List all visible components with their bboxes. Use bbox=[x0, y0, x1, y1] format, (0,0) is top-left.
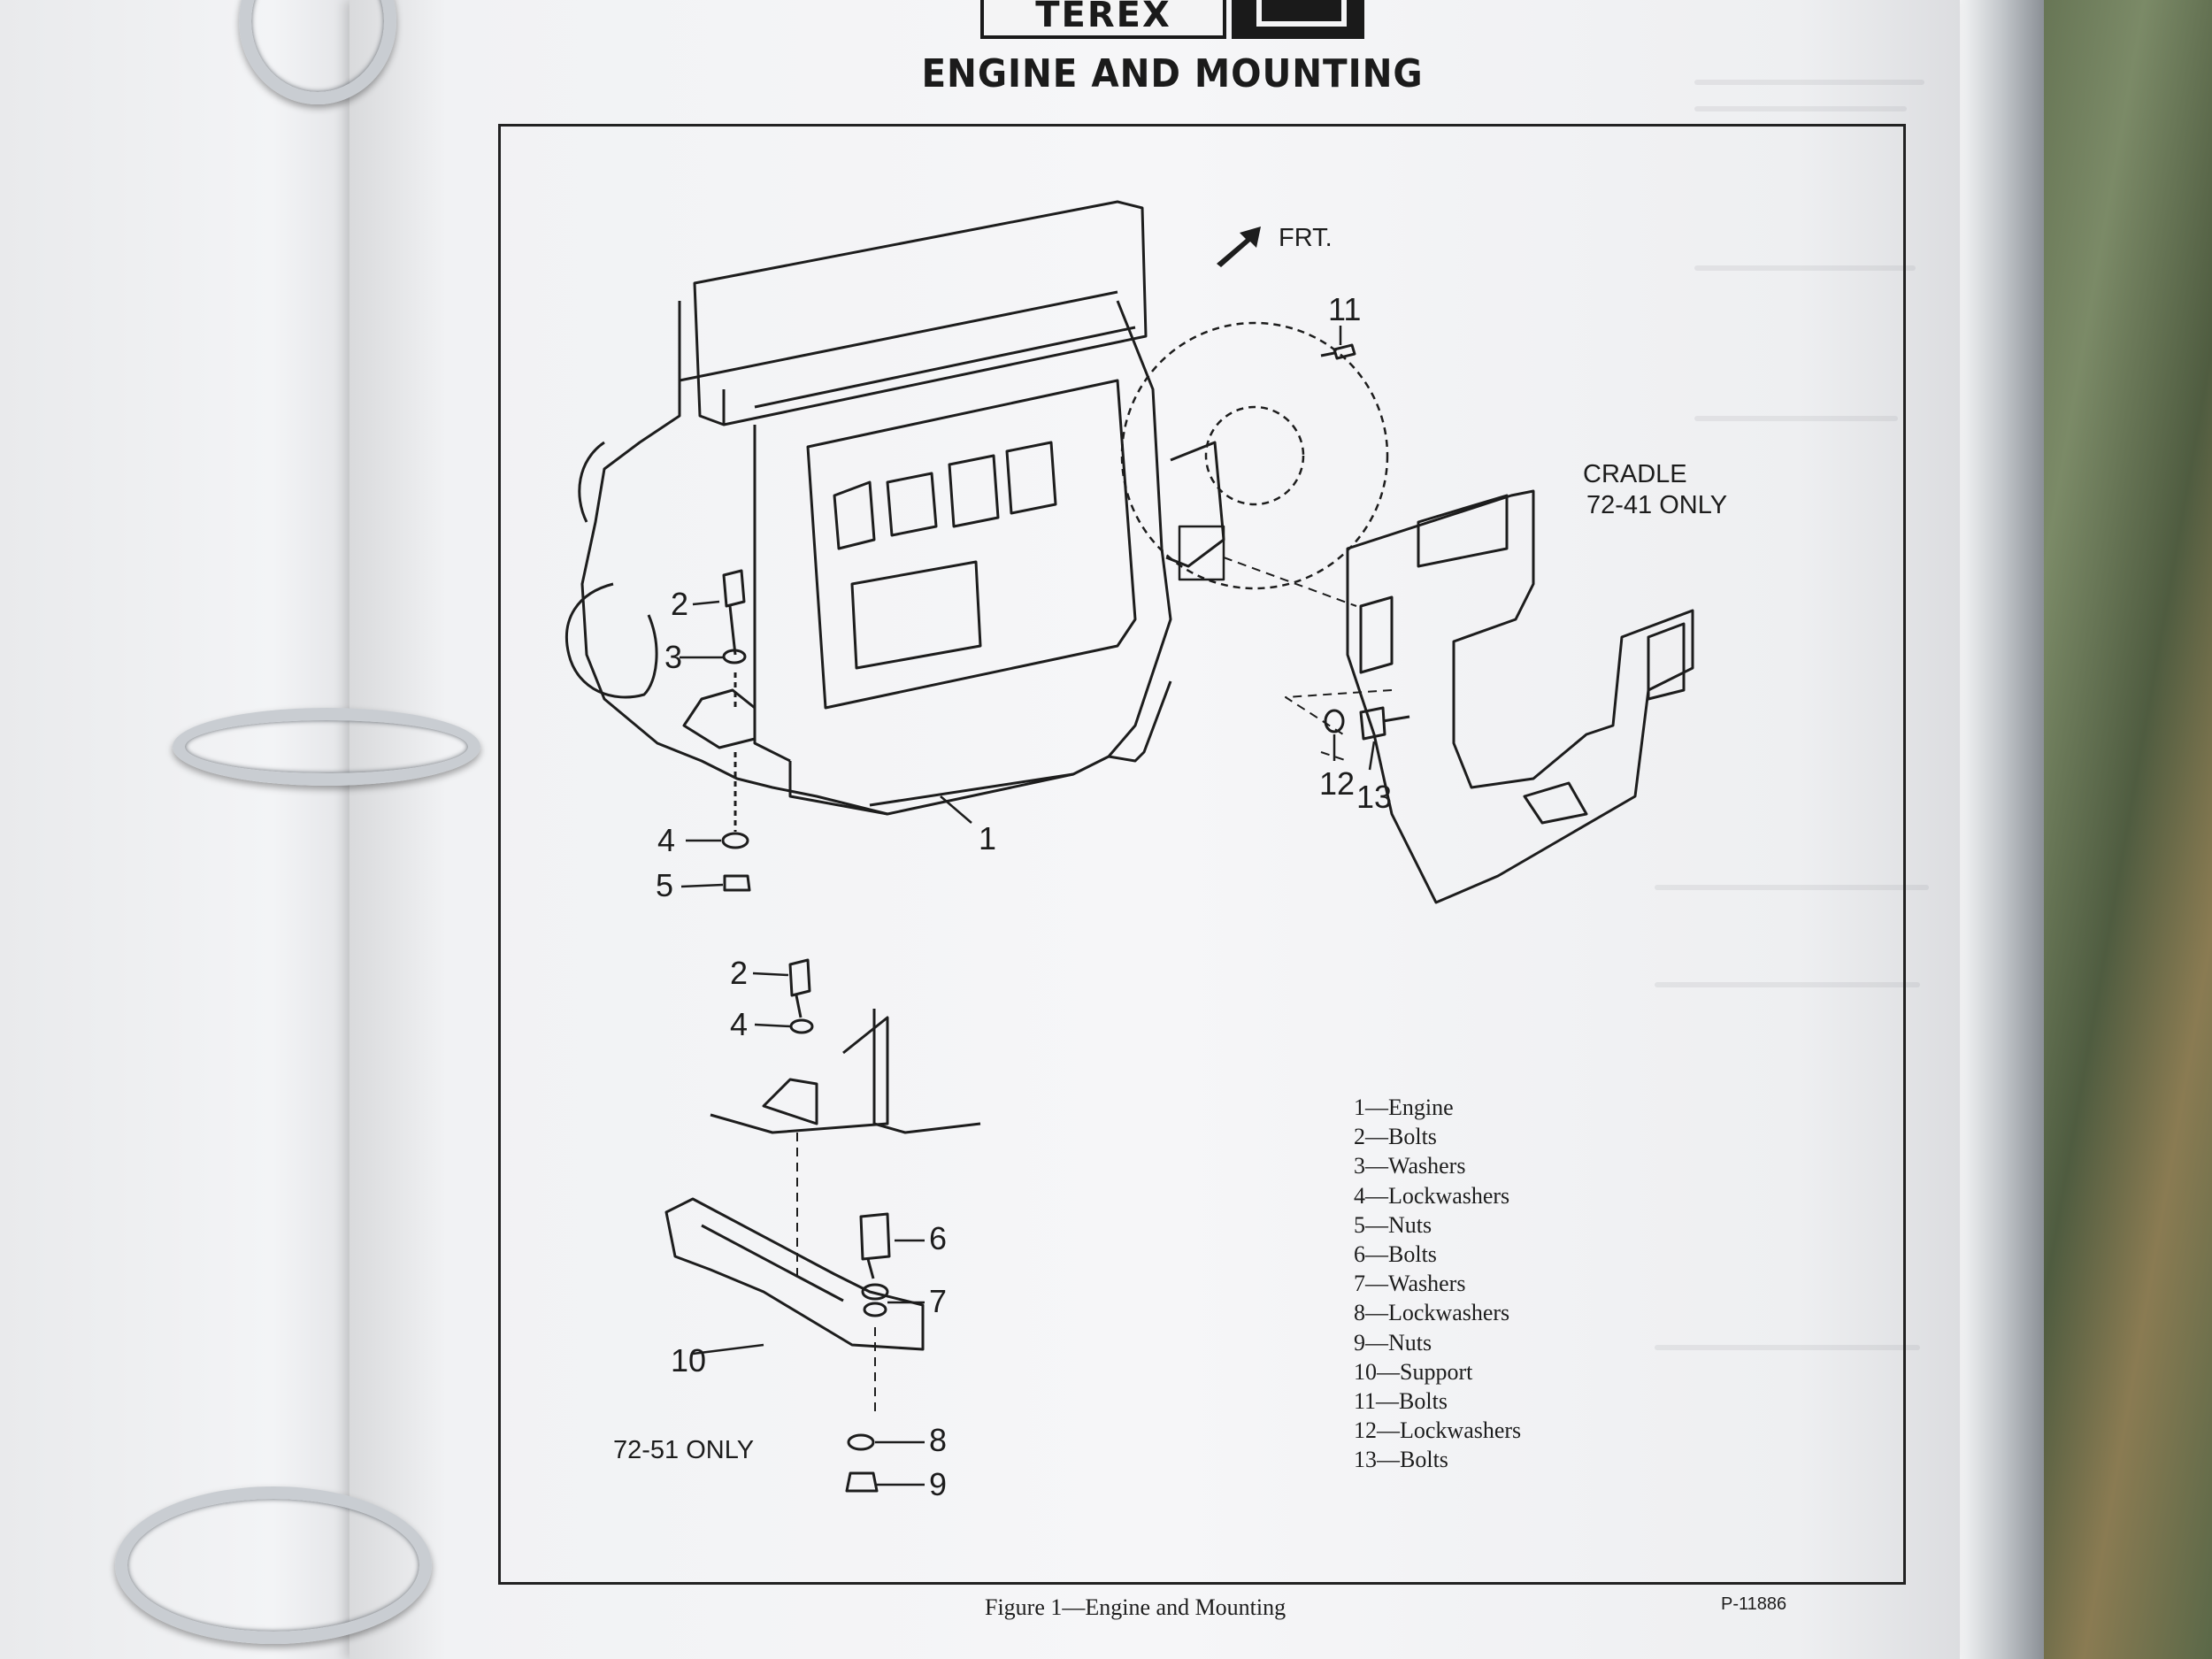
cradle bbox=[1346, 489, 1694, 904]
left-facing-page bbox=[0, 0, 389, 1659]
callout-1: 1 bbox=[979, 820, 996, 856]
callout-11: 11 bbox=[1328, 291, 1361, 327]
logo-mark bbox=[1232, 0, 1364, 39]
engine-mounting-diagram: 1 2 3 4 5 2 4 6 7 8 9 10 11 12 13 FRT. C… bbox=[565, 200, 1727, 1502]
legend-item: 6—Bolts bbox=[1354, 1241, 1437, 1268]
cradle-label-line2: 72-41 ONLY bbox=[1586, 491, 1727, 519]
callout-13: 13 bbox=[1356, 779, 1392, 815]
binder-ring-bottom bbox=[115, 1486, 432, 1644]
legend-item: 2—Bolts bbox=[1354, 1124, 1437, 1150]
legend-item: 7—Washers bbox=[1354, 1271, 1466, 1297]
cradle-label-line1: CRADLE bbox=[1583, 460, 1687, 488]
support-variant-label: 72-51 ONLY bbox=[613, 1436, 754, 1464]
callout-10: 10 bbox=[671, 1342, 706, 1379]
callout-12: 12 bbox=[1319, 765, 1355, 802]
legend-item: 13—Bolts bbox=[1354, 1447, 1448, 1473]
lower-mount-detail bbox=[664, 958, 981, 1493]
front-arrow-icon bbox=[1217, 227, 1261, 267]
legend-item: 10—Support bbox=[1354, 1358, 1473, 1385]
binder-ring-middle bbox=[173, 708, 480, 786]
callout-6: 6 bbox=[929, 1220, 947, 1256]
callout-4-upper: 4 bbox=[657, 822, 675, 858]
callout-9: 9 bbox=[929, 1466, 947, 1502]
callout-7: 7 bbox=[929, 1283, 947, 1319]
callout-2-upper: 2 bbox=[671, 586, 688, 622]
figure-caption: Figure 1—Engine and Mounting bbox=[985, 1594, 1286, 1620]
legend-item: 4—Lockwashers bbox=[1354, 1182, 1510, 1209]
parts-legend: 1—Engine 2—Bolts 3—Washers 4—Lockwashers… bbox=[1354, 1093, 1708, 1475]
upper-mount-fasteners bbox=[721, 569, 751, 892]
leader-lines bbox=[680, 326, 1376, 1486]
terex-logo: TEREX bbox=[980, 0, 1364, 39]
legend-item: 9—Nuts bbox=[1354, 1329, 1432, 1356]
legend-item: 8—Lockwashers bbox=[1354, 1300, 1510, 1326]
callout-8: 8 bbox=[929, 1422, 947, 1458]
flywheel-bolt bbox=[1320, 343, 1356, 360]
engine-rear-mount-pad bbox=[1178, 525, 1225, 581]
engine-block bbox=[565, 200, 1225, 816]
flywheel-dashed bbox=[1120, 321, 1389, 590]
legend-item: 5—Nuts bbox=[1354, 1211, 1432, 1238]
front-direction-label: FRT. bbox=[1279, 224, 1333, 252]
legend-item: 12—Lockwashers bbox=[1354, 1417, 1522, 1444]
legend-item: 3—Washers bbox=[1354, 1153, 1466, 1179]
figure-frame bbox=[498, 124, 1906, 1585]
cradle-fasteners bbox=[1324, 706, 1410, 741]
callout-4-lower: 4 bbox=[730, 1006, 748, 1042]
callout-5: 5 bbox=[656, 867, 673, 903]
page-title: ENGINE AND MOUNTING bbox=[921, 51, 1424, 96]
legend-item: 11—Bolts bbox=[1354, 1388, 1448, 1415]
logo-text: TEREX bbox=[980, 0, 1226, 39]
legend-item: 1—Engine bbox=[1354, 1094, 1454, 1120]
callout-3: 3 bbox=[664, 639, 682, 675]
manual-page bbox=[349, 0, 1960, 1659]
plate-number: P-11886 bbox=[1721, 1594, 1787, 1614]
callout-2-lower: 2 bbox=[730, 955, 748, 991]
